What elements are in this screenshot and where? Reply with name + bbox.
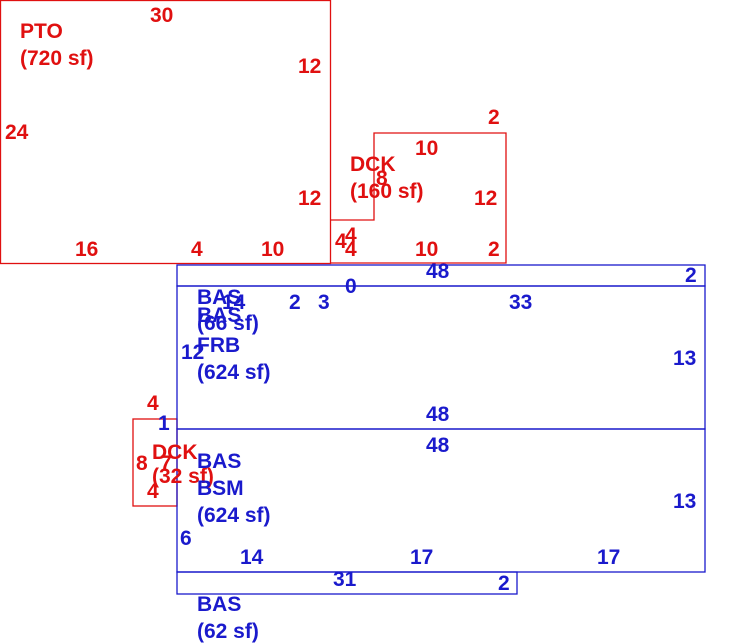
- dim-dck-small-right: 7: [160, 452, 172, 475]
- dim-bsm-bottom-a: 14: [240, 546, 264, 569]
- dim-pto-left: 24: [5, 121, 29, 144]
- dim-dck-top: 10: [415, 137, 438, 160]
- dim-frb-bottom: 48: [426, 403, 450, 426]
- dim-dck-step-a: 4: [345, 224, 357, 247]
- dim-bottom-top: 31: [333, 568, 357, 591]
- pto-code-label: PTO: [20, 20, 63, 43]
- dim-frb-top-c: 33: [509, 291, 532, 314]
- dim-frb-left-14: 14: [222, 291, 246, 314]
- dim-strip-right: 2: [685, 264, 697, 287]
- dim-frb-left: 12: [181, 341, 204, 364]
- dim-bsm-top: 48: [426, 434, 450, 457]
- dck-top-area-label: (160 sf): [350, 180, 424, 203]
- pto-area-label: (720 sf): [20, 47, 94, 70]
- dck-small-area-label: (32 sf): [152, 465, 214, 488]
- dim-dck-step-c: 4: [345, 238, 357, 261]
- dim-dck-small-top: 4: [147, 392, 159, 415]
- dim-dck-small-bottom: 4: [147, 480, 159, 503]
- dim-dck-right: 12: [474, 187, 497, 210]
- dim-dck-bottom-right: 2: [488, 238, 500, 261]
- bas-small-top-code-label: BAS: [197, 286, 241, 309]
- bas-frb-area-label: (624 sf): [197, 361, 271, 384]
- dim-bsm-bottom-c: 17: [597, 546, 620, 569]
- bas-bottom-code-label: BAS: [197, 593, 241, 616]
- bas-frb-sub-label: FRB: [197, 334, 240, 357]
- dim-frb-right: 13: [673, 347, 696, 370]
- dim-strip-top: 48: [426, 260, 450, 283]
- bas-bsm-area-label: (624 sf): [197, 504, 271, 527]
- dim-dck-bottom: 10: [415, 238, 438, 261]
- bas-bsm-code-label: BAS: [197, 450, 241, 473]
- dim-dck-step-b: 4: [335, 230, 347, 253]
- dim-dck-small-one: 1: [158, 412, 170, 435]
- dim-bsm-bottom-b: 17: [410, 546, 433, 569]
- dim-dck-small-left: 8: [136, 452, 148, 475]
- dim-bottom-right: 2: [498, 572, 510, 595]
- dim-frb-top-a: 2: [289, 291, 301, 314]
- dim-frb-top-b: 3: [318, 291, 330, 314]
- dim-dck-top-right: 2: [488, 106, 500, 129]
- bas-small-top-area-label: (66 sf): [197, 312, 259, 335]
- dck-small-code-label: DCK: [152, 441, 198, 464]
- dck-outline: [330, 132, 507, 264]
- pto-outline: [0, 0, 332, 265]
- bas-bottom-area-label: (62 sf): [197, 620, 259, 643]
- dim-pto-bottom-c: 10: [261, 238, 284, 261]
- dim-pto-right-upper: 12: [298, 55, 321, 78]
- bas-bottom-outline: [176, 571, 518, 595]
- dim-pto-top: 30: [150, 4, 173, 27]
- dim-dck-left: 8: [376, 167, 388, 190]
- dim-pto-bottom-a: 16: [75, 238, 98, 261]
- dim-strip-left-zero: 0: [345, 275, 357, 298]
- bas-frb-code-label: BAS: [197, 304, 241, 327]
- dck-top-code-label: DCK: [350, 153, 396, 176]
- dim-bsm-left: 6: [180, 527, 192, 550]
- dim-bsm-right: 13: [673, 490, 696, 513]
- dim-pto-right-lower: 12: [298, 187, 321, 210]
- dim-pto-bottom-b: 4: [191, 238, 203, 261]
- bas-bsm-sub-label: BSM: [197, 477, 244, 500]
